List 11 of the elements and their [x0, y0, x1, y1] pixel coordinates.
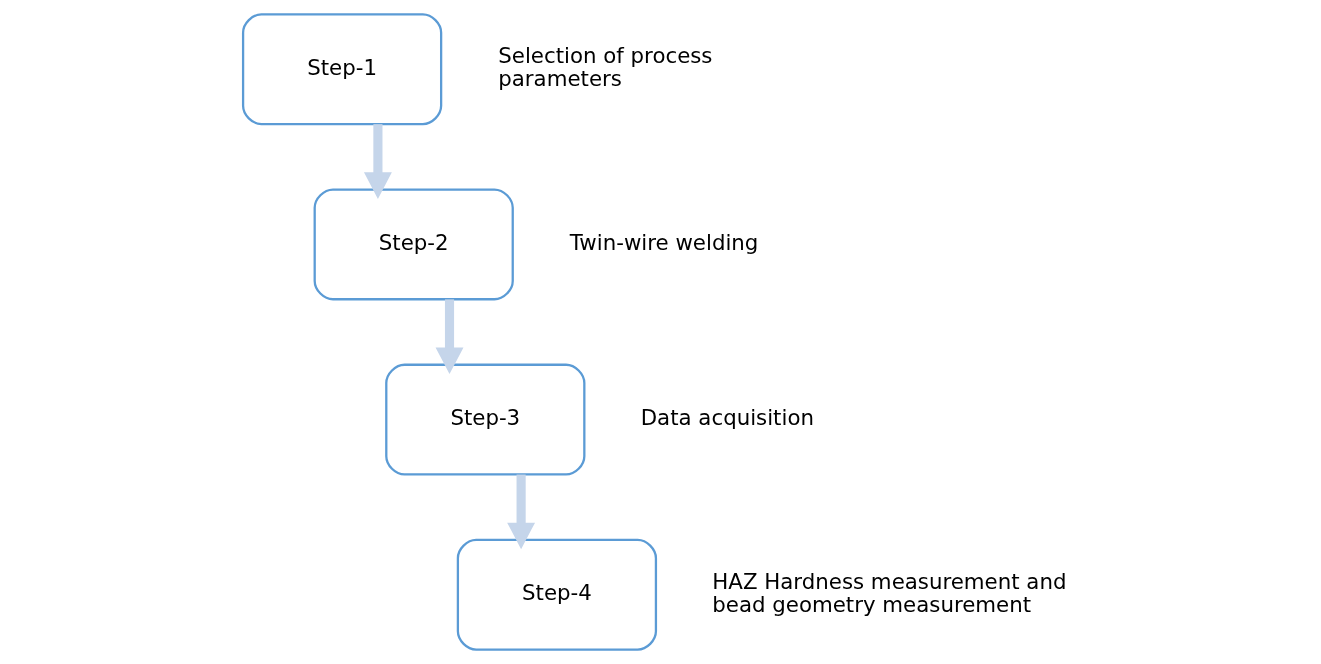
- node-box: Step-1: [241, 13, 443, 126]
- node-box: Step-3: [385, 363, 586, 476]
- node-box: Step-4: [456, 538, 658, 651]
- node-label: HAZ Hardness measurement and bead geometry measurement: [712, 568, 1067, 617]
- node-label: Data acquisition: [640, 405, 814, 431]
- arrow: [507, 474, 536, 550]
- node-label: Selection of process parameters: [498, 43, 713, 92]
- arrow: [435, 299, 464, 375]
- node-label: Twin-wire welding: [569, 230, 759, 256]
- node-box: Step-2: [313, 188, 514, 301]
- arrow: [363, 124, 392, 199]
